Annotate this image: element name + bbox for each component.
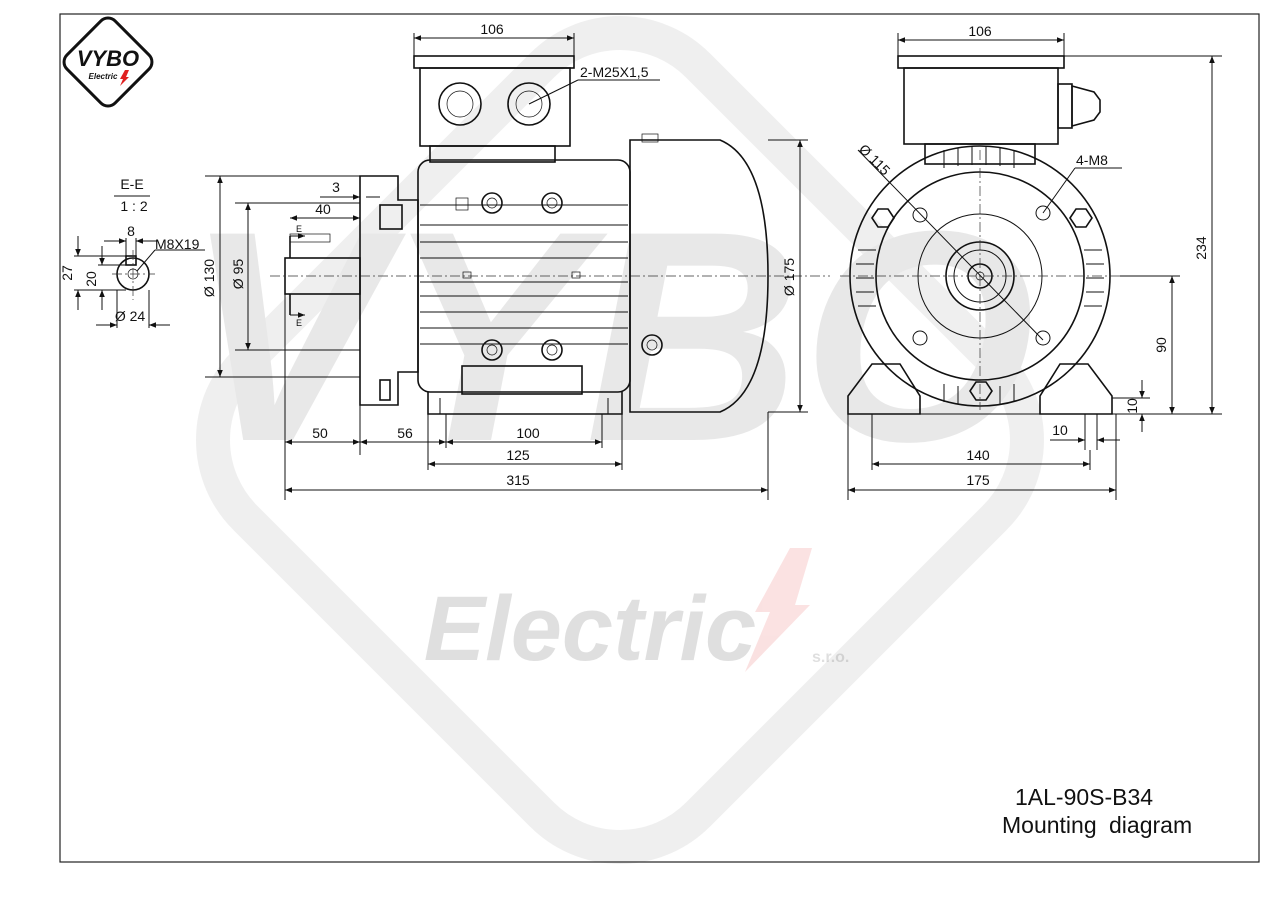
dim-20: 20 [83,271,99,287]
dim-height-234: 234 [1193,236,1209,260]
dim-holes-4m8: 4-M8 [1076,152,1108,168]
dim-feet-140: 140 [966,447,990,463]
diagram-caption: Mounting diagram [1002,812,1192,838]
logo-text: VYBO [77,46,139,71]
dim-width-175: 175 [966,472,990,488]
dim-shaft-height-90: 90 [1153,337,1169,353]
dim-feet-125: 125 [506,447,530,463]
dim-feet-100: 100 [516,425,540,441]
dim-foot-hole-10: 10 [1052,422,1068,438]
section-scale: 1 : 2 [120,198,147,214]
dim-3: 3 [332,179,340,195]
watermark: VYBO [185,16,1044,864]
dim-terminal-width-side: 106 [480,21,504,37]
end-view: 106 Ø 115 4-M8 234 90 10 10 140 [840,23,1222,500]
watermark-suffix: s.r.o. [812,649,849,666]
dim-thread: M8X19 [155,236,200,252]
dim-40: 40 [315,201,331,217]
watermark-bolt-icon [745,548,812,672]
dim-terminal-width-end: 106 [968,23,992,39]
dim-fan-175: Ø 175 [781,258,797,296]
dim-key-width: 8 [127,223,135,239]
dim-cable-gland: 2-M25X1,5 [580,64,649,80]
logo-sub: Electric [89,72,118,81]
dim-56: 56 [397,425,413,441]
watermark-brand: VYBO [185,168,1035,504]
section-mark-bottom: E [296,318,302,328]
dim-shaft-dia: Ø 24 [115,308,146,324]
logo-bolt-icon [120,70,129,86]
vybo-logo: VYBO Electric [62,16,154,108]
dim-27: 27 [59,265,75,281]
dim-spigot-95: Ø 95 [230,259,246,290]
model-title: 1AL-90S-B34 [1015,784,1153,810]
section-view-ee: E-E 1 : 2 8 M8X19 27 20 Ø 24 [59,176,205,328]
section-label: E-E [120,176,143,192]
dim-shaft-50: 50 [312,425,328,441]
watermark-electric-text: Electric [424,578,756,680]
dim-overall-315: 315 [506,472,530,488]
drawing-border [59,13,1260,863]
side-view: E E 106 2-M25X1,5 3 40 Ø 130 Ø 95 Ø 175 [201,21,830,500]
dim-flange-130: Ø 130 [201,259,217,297]
watermark-electric: Electric s.r.o. [424,548,849,680]
title-block: 1AL-90S-B34 Mounting diagram [1002,784,1192,838]
section-mark-top: E [296,224,302,234]
dim-foot-thickness-10: 10 [1124,398,1140,414]
